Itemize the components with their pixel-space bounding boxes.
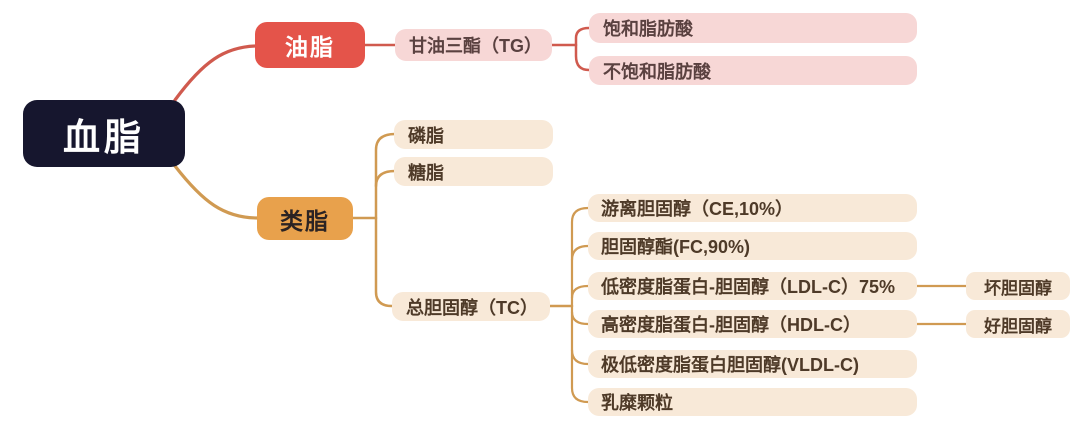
connector-glycolipid-branch [374,169,397,188]
node-glycolipid: 糖脂 [394,157,553,186]
connector-tg-children-bracket [574,26,591,72]
node-unsaturated-fatty-acid: 不饱和脂肪酸 [589,56,917,85]
root-node-blood-lipids: 血脂 [23,100,185,167]
connector-tc-child-5 [570,348,590,366]
node-free-cholesterol: 游离胆固醇（CE,10%） [588,194,917,222]
connector-tc-child-2 [570,244,590,262]
node-cholesterol-ester: 胆固醇酯(FC,90%) [588,232,917,260]
node-saturated-fatty-acid: 饱和脂肪酸 [589,13,917,43]
node-hdl-cholesterol: 高密度脂蛋白-胆固醇（HDL-C） [588,310,917,338]
connector-tc-child-3 [570,284,590,300]
node-good-cholesterol: 好胆固醇 [966,310,1070,338]
node-chylomicron: 乳糜颗粒 [588,388,917,416]
node-vldl-cholesterol: 极低密度脂蛋白胆固醇(VLDL-C) [588,350,917,378]
node-total-cholesterol: 总胆固醇（TC） [392,292,550,321]
connector-root-oil [173,44,258,102]
node-ldl-cholesterol: 低密度脂蛋白-胆固醇（LDL-C）75% [588,272,917,300]
branch-node-oil: 油脂 [255,22,365,68]
connector-tc-child-4 [570,310,590,326]
node-triglyceride: 甘油三酯（TG） [395,29,552,61]
node-phospholipid: 磷脂 [394,120,553,149]
branch-node-lipoid: 类脂 [257,197,353,240]
node-bad-cholesterol: 坏胆固醇 [966,272,1070,300]
connector-lipoid-trunk [374,132,397,308]
connector-root-lipoid [173,164,260,220]
connector-tc-trunk [570,206,590,404]
